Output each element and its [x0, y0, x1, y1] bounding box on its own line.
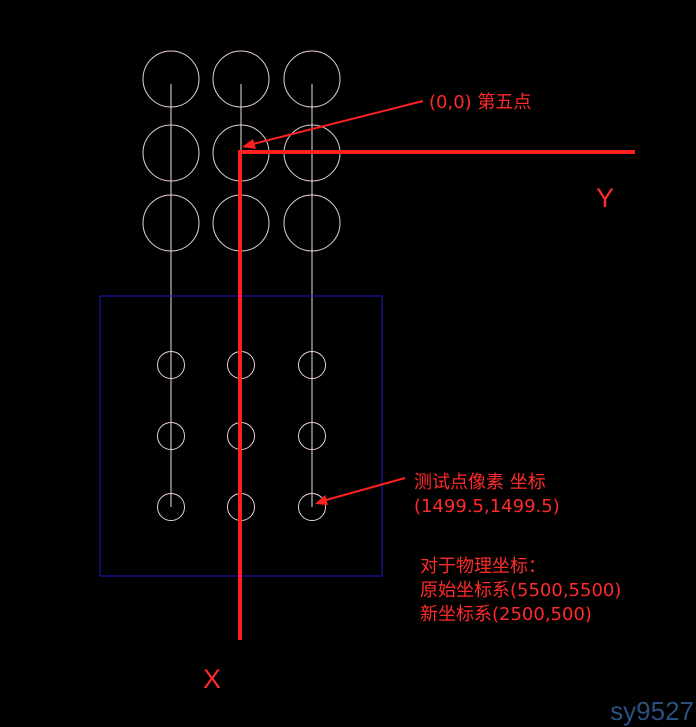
large-circle — [283, 50, 341, 108]
small-circle — [157, 493, 185, 521]
small-circle — [157, 351, 185, 379]
large-circle — [212, 50, 270, 108]
large-circle — [142, 194, 200, 252]
origin-label: (0,0) 第五点 — [429, 92, 532, 113]
small-circle — [298, 351, 326, 379]
test-point-label-line2: (1499.5,1499.5) — [414, 496, 560, 517]
y-axis-label: Y — [596, 183, 615, 213]
small-circle — [157, 422, 185, 450]
small-circle — [298, 493, 326, 521]
large-circle — [142, 124, 200, 182]
test-point-label-line1: 测试点像素 坐标 — [414, 472, 546, 493]
origin-arrow-line — [252, 100, 424, 145]
large-circle — [283, 194, 341, 252]
physical-note-line3: 新坐标系(2500,500) — [420, 604, 592, 625]
origin-arrow-head — [242, 139, 256, 149]
x-axis-label: X — [203, 664, 222, 694]
test-point-arrow-head — [315, 495, 328, 505]
physical-coordinates-note: 对于物理坐标： 原始坐标系(5500,5500) 新坐标系(2500,500) — [420, 555, 621, 627]
watermark: sy9527 — [610, 696, 694, 726]
physical-note-line1: 对于物理坐标： — [420, 556, 546, 577]
test-point-arrow-line — [325, 477, 406, 501]
physical-note-line2: 原始坐标系(5500,5500) — [420, 580, 622, 601]
small-circle — [298, 422, 326, 450]
large-circle — [142, 50, 200, 108]
test-point-label: 测试点像素 坐标 (1499.5,1499.5) — [414, 471, 560, 519]
